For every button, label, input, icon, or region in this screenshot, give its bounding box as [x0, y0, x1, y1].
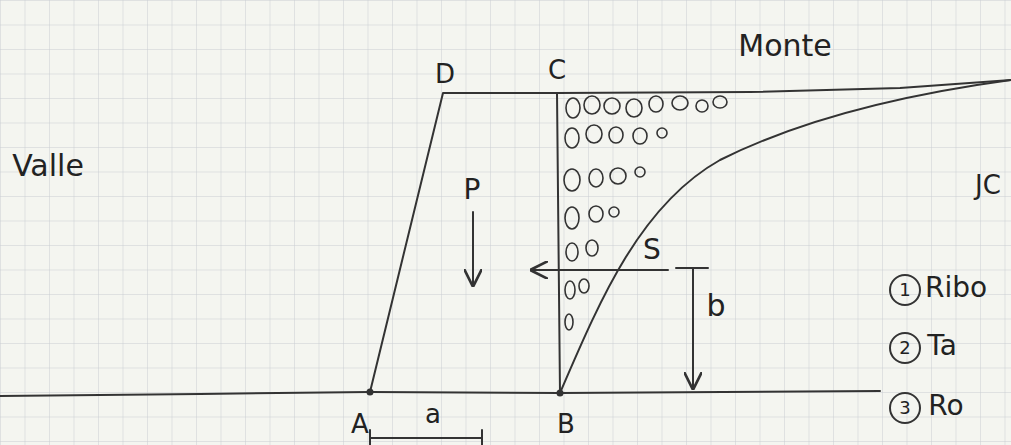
callout-circle	[890, 333, 920, 363]
part-name: Ribo	[925, 273, 987, 304]
gravel-fill	[564, 96, 727, 330]
part-name: Ro	[928, 391, 963, 422]
region-label: Monte	[738, 29, 831, 62]
point-label: A	[351, 410, 369, 439]
slope-curve	[560, 80, 1011, 393]
force-label: P	[464, 175, 481, 206]
region-label: Valle	[12, 149, 84, 182]
thrust-arrow	[532, 269, 668, 271]
callout-number: 1	[899, 280, 910, 300]
dimension-line	[692, 268, 694, 388]
dimension-line	[370, 430, 482, 445]
ground-line	[0, 391, 880, 396]
point-label: D	[435, 60, 455, 89]
callout-circle	[890, 393, 920, 423]
note-text: JC	[975, 171, 1001, 200]
weight-arrow	[472, 212, 474, 285]
point-label: C	[548, 56, 566, 85]
dimension-label: a	[425, 400, 441, 429]
callout-number: 3	[899, 398, 910, 418]
part-name: Ta	[927, 331, 957, 362]
force-label: S	[643, 235, 661, 266]
callout-circle	[890, 275, 920, 305]
dimension-label: b	[706, 289, 725, 322]
wall-outline	[370, 93, 560, 393]
callout-number: 2	[899, 338, 910, 358]
point-label: B	[557, 410, 575, 439]
